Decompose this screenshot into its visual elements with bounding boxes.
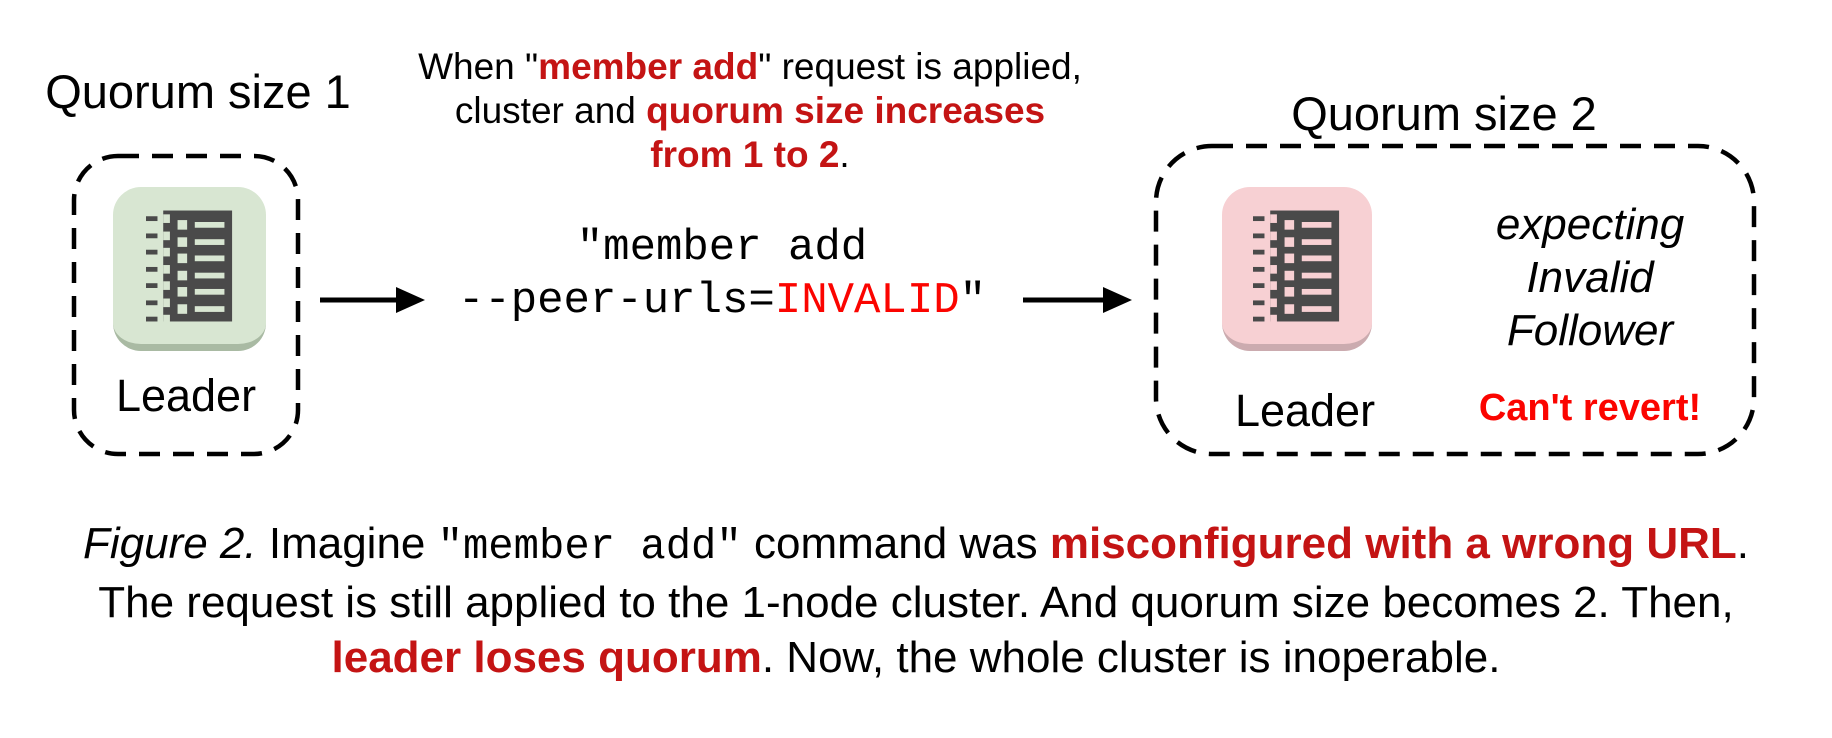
ledger-icon bbox=[145, 210, 232, 322]
note-line-2: cluster and quorum size increases bbox=[454, 90, 1046, 131]
caption-line-3: leader loses quorum. Now, the whole clus… bbox=[331, 633, 1501, 682]
expecting-line-3: Follower bbox=[1506, 306, 1674, 355]
left-cluster-boundary bbox=[71, 153, 301, 457]
expecting-invalid-follower-note: expecting Invalid Follower bbox=[1408, 198, 1772, 357]
caption-line-2: The request is still applied to the 1-no… bbox=[98, 578, 1734, 627]
note-line-1: When "member add" request is applied, bbox=[418, 46, 1082, 87]
caption-line-1: Figure 2. Imagine "member add" command w… bbox=[82, 519, 1749, 571]
transition-note: When "member add" request is applied, cl… bbox=[398, 45, 1102, 177]
note-line-3: from 1 to 2. bbox=[650, 134, 850, 175]
leader-node-green bbox=[113, 187, 266, 351]
right-cluster-title: Quorum size 2 bbox=[1291, 87, 1597, 140]
command-line-1: "member add bbox=[576, 223, 868, 273]
figure-caption: Figure 2. Imagine "member add" command w… bbox=[80, 516, 1752, 685]
command-line-2: --peer-urls=INVALID" bbox=[457, 276, 987, 326]
cant-revert-warning: Can't revert! bbox=[1478, 387, 1702, 429]
right-cluster-boundary bbox=[1153, 143, 1757, 457]
ledger-icon bbox=[1253, 210, 1340, 322]
arrow-right-icon bbox=[320, 287, 425, 313]
member-add-command: "member add --peer-urls=INVALID" bbox=[390, 222, 1054, 328]
expecting-line-1: expecting bbox=[1495, 200, 1685, 249]
left-cluster-title: Quorum size 1 bbox=[45, 65, 351, 118]
leader-node-pink bbox=[1222, 187, 1372, 351]
arrow-right-icon bbox=[1023, 287, 1132, 313]
expecting-line-2: Invalid bbox=[1526, 253, 1654, 302]
left-leader-label: Leader bbox=[115, 370, 257, 421]
right-leader-label: Leader bbox=[1234, 385, 1376, 436]
